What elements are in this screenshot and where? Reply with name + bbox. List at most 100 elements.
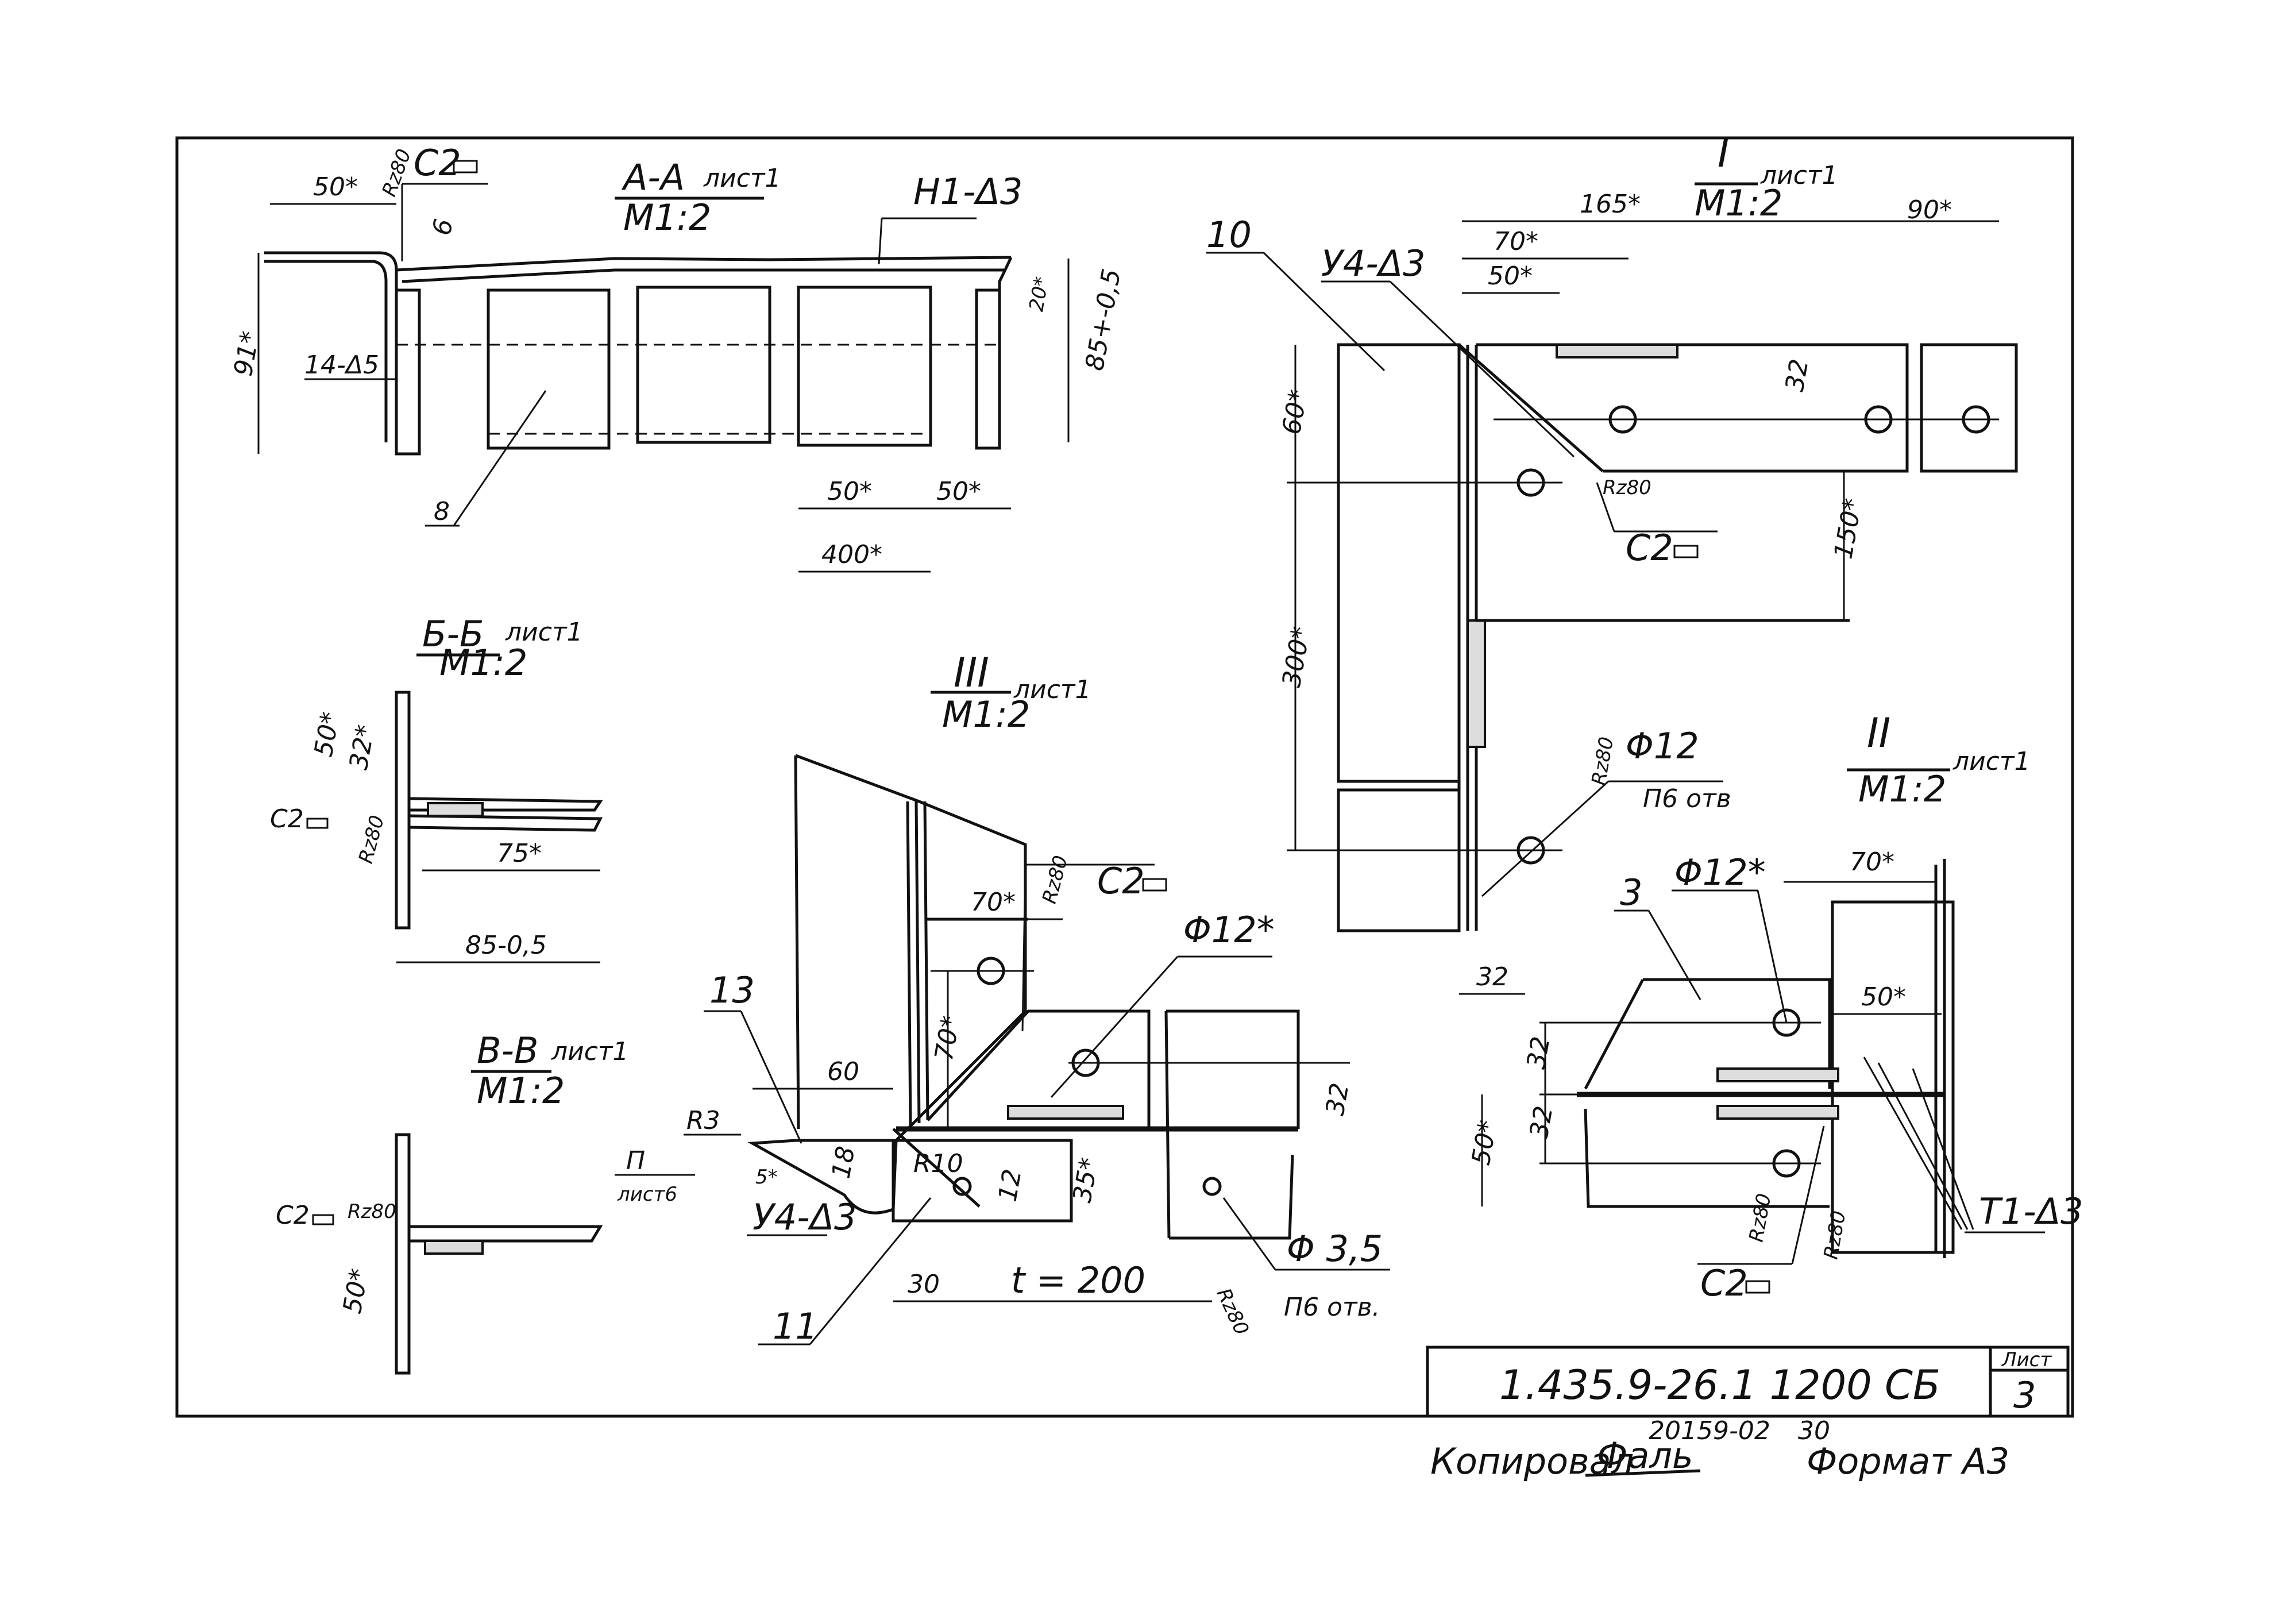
vv-vertical-plate [395, 1133, 411, 1375]
ii-upper-break [1584, 978, 1645, 1090]
i-dim-90: 90* [1907, 195, 1952, 225]
title-block-box [1426, 1346, 2070, 1418]
iii-position-11: 11 [773, 1305, 818, 1347]
vv-rz80: Rz80 [348, 1200, 396, 1223]
iii-c2: С2 [1097, 860, 1145, 902]
iii-dim-60: 60 [827, 1057, 859, 1086]
iii-position-13: 13 [709, 969, 755, 1011]
iii-dim-70: 70* [971, 888, 1016, 917]
order-number: 20159-02 [1649, 1416, 1770, 1445]
iii-dim-70-vertical: 70* [929, 1013, 966, 1063]
bb-weld [427, 802, 484, 817]
section-bb: Б-Б лист1 М1:2 50* 32* С2 Rz80 75* 85-0,… [270, 613, 603, 963]
ii-weld-bottom [1716, 1105, 1839, 1120]
aa-top-plate-inner [402, 268, 1005, 283]
iii-dim-32: 32 [1321, 1081, 1355, 1117]
ii-position-3: 3 [1620, 872, 1642, 913]
aa-c2-symbol [453, 160, 478, 174]
order-suffix: 30 [1798, 1416, 1830, 1445]
aa-right-rib [975, 288, 1001, 450]
ii-lower-plate [1584, 1108, 1830, 1208]
i-phi12: Φ12 [1626, 725, 1699, 767]
aa-dim-400: 400* [821, 540, 882, 569]
iii-dim-18: 18 [827, 1144, 861, 1181]
bb-upper-flange [408, 797, 603, 812]
iii-gusset-outline [795, 754, 1027, 1142]
aa-right-flange [998, 256, 1013, 448]
iii-weld-u4: У4-Δ3 [753, 1196, 856, 1238]
ii-t1-leader-3 [1863, 1057, 1963, 1230]
footer: Копировал Фаль 20159-02 30 Формат А3 [1430, 1416, 2009, 1482]
i-c2: С2 [1626, 527, 1673, 569]
section-vv-title: В-В [477, 1030, 538, 1071]
iii-rz80-a: Rz80 [1038, 853, 1073, 906]
vv-flange [409, 1225, 603, 1243]
i-top-weld [1556, 344, 1678, 358]
i-dim-300: 300* [1277, 624, 1317, 689]
iii-flange-1 [927, 1009, 1151, 1129]
aa-top-plate [396, 256, 1012, 272]
ii-t1-leader-1 [1877, 1062, 1969, 1230]
aa-dim-85: 85+-0,5 [1080, 267, 1126, 373]
view-i: I лист1 М1:2 165* 90* 70* 50* У4-Δ3 10 [1206, 129, 2018, 995]
aa-dim-50-b: 50* [936, 477, 981, 506]
ii-phi12-leader [1757, 890, 1788, 1023]
i-dim-32-lower: 32 [1476, 962, 1508, 992]
sheet-number: 3 [2013, 1374, 2036, 1416]
sheet-frame [175, 136, 2074, 1418]
aa-dim-6: 6 [427, 217, 459, 237]
section-vv: В-В лист1 М1:2 С2 Rz80 50* [276, 1030, 629, 1375]
iii-flange-2 [1166, 1009, 1300, 1129]
aa-block-1 [487, 288, 611, 450]
i-vertical-plate-lower [1337, 788, 1461, 932]
view-i-sheet: лист1 [1760, 161, 1838, 190]
iii-rz80-b: Rz80 [1211, 1285, 1253, 1339]
ii-dim-50: 50* [1861, 982, 1906, 1012]
bb-dim-75: 75* [497, 839, 542, 868]
iii-c2-symbol [1142, 878, 1167, 892]
section-bb-title: Б-Б [422, 613, 484, 655]
bb-rz80: Rz80 [354, 813, 389, 866]
i-dim-50: 50* [1488, 261, 1533, 291]
title-block: 1.435.9-26.1 1200 СБ Лист 3 [1426, 1346, 2070, 1418]
iii-phi35-leader [1222, 1197, 1276, 1270]
iii-holes-count: П6 отв. [1284, 1293, 1380, 1322]
aa-block-2 [636, 286, 771, 444]
vv-c2-symbol [312, 1214, 334, 1225]
ii-t1-leader-2 [1912, 1068, 1974, 1230]
i-vertical-plate [1337, 343, 1461, 783]
i-dim-150: 150* [1828, 496, 1868, 561]
section-aa-title: А-А [621, 156, 685, 198]
ii-dim-50-vertical: 50* [1467, 1118, 1503, 1167]
i-weld-leader [1389, 280, 1575, 458]
ii-c2: С2 [1700, 1262, 1748, 1304]
aa-block-3 [797, 286, 932, 447]
ii-dim-32-a: 32 [1522, 1034, 1556, 1071]
sheet-label: Лист [2001, 1348, 2052, 1371]
ii-dim-70: 70* [1850, 847, 1894, 877]
iii-web-3 [923, 801, 929, 1121]
section-aa: А-А лист1 М1:2 50* Rz80 С2 6 91* 14-Δ5 Н… [229, 142, 1126, 573]
iii-pitch: t = 200 [1011, 1259, 1145, 1301]
iii-r10: R10 [913, 1149, 963, 1178]
i-dim-60: 60* [1277, 387, 1314, 437]
aa-position-8: 8 [434, 497, 450, 526]
i-side-weld [1467, 619, 1486, 748]
i-diagonal [1458, 344, 1604, 472]
ii-upper-plate [1643, 978, 1831, 1089]
i-position-10: 10 [1206, 214, 1252, 256]
aa-h1-pointer [878, 218, 883, 265]
section-bb-sheet: лист1 [505, 618, 583, 647]
aa-rz80: Rz80 [377, 146, 416, 199]
i-horizontal-plate [1476, 343, 1909, 473]
iii-hole-small-1 [952, 1177, 972, 1196]
iii-hole-small-2 [1202, 1177, 1222, 1196]
bb-c2-symbol [306, 818, 329, 829]
iii-pos11-leader [809, 1197, 932, 1345]
bb-dim-32: 32* [344, 723, 381, 772]
iii-phi12: Φ12* [1183, 909, 1275, 951]
section-aa-scale: М1:2 [623, 196, 711, 238]
bb-dim-85: 85-0,5 [465, 931, 547, 960]
i-phi12-leader [1481, 780, 1610, 897]
i-c2-symbol [1673, 545, 1699, 558]
